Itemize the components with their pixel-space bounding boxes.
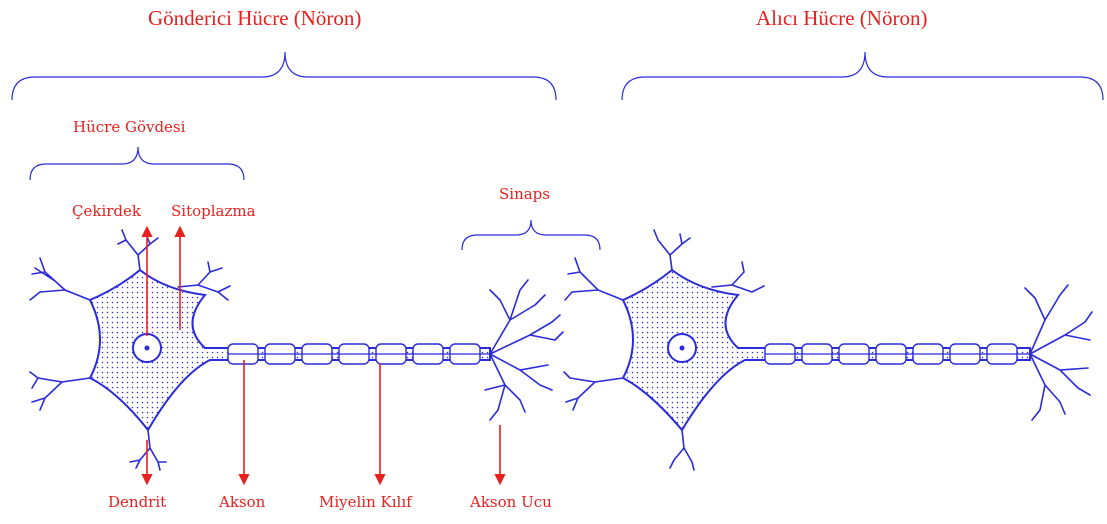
sender-cell-brace: [12, 52, 556, 100]
sender-axon-terminal: [485, 280, 563, 420]
receiver-cell-label: Alıcı Hücre (Nöron): [756, 6, 927, 31]
receiver-axon-terminal: [1025, 285, 1092, 420]
receiver-cell-brace: [622, 52, 1103, 100]
receiver-nucleus-dot: [680, 346, 685, 351]
nucleus-label: Çekirdek: [72, 202, 141, 220]
synapse-label: Sinaps: [499, 185, 550, 203]
sender-nucleus-dot: [145, 346, 150, 351]
sender-neuron: [30, 230, 563, 470]
cell-body-brace: [30, 147, 244, 180]
axon-label: Akson: [219, 493, 265, 511]
myelin-sheath-label: Miyelin Kılıf: [319, 493, 412, 511]
dendrite-label: Dendrit: [108, 493, 166, 511]
cell-body-label: Hücre Gövdesi: [73, 118, 185, 136]
axon-terminal-label: Akson Ucu: [470, 493, 552, 511]
synapse-brace: [462, 220, 600, 250]
cytoplasm-label: Sitoplazma: [171, 202, 256, 220]
sender-cell-label: Gönderici Hücre (Nöron): [148, 6, 361, 31]
receiver-neuron: [564, 230, 1092, 470]
